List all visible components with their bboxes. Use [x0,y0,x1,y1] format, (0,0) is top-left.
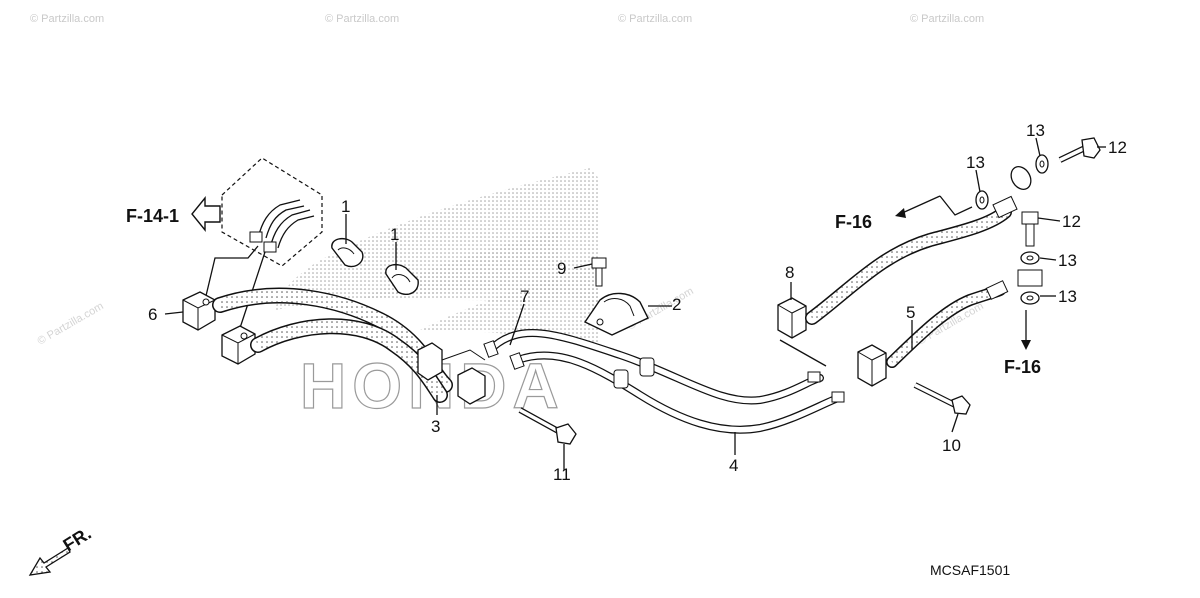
bolt-12-upper [1058,137,1101,163]
brake-pipe-4 [509,351,845,434]
bolt-12-lower [1021,211,1039,247]
joint-block-lower [221,325,256,365]
watermark: © Partzilla.com [30,13,104,25]
callout-2: 2 [672,295,681,314]
brake-hose-right-upper [805,166,1032,325]
inset-box [221,157,323,267]
ref-f16-right: F-16 [1004,357,1041,377]
callout-5: 5 [906,303,915,322]
bolt-11 [518,407,577,445]
leader-line [899,195,941,215]
hose-clamp-1b [385,263,419,296]
leader-line [939,195,973,216]
callout-3: 3 [431,417,440,436]
arrow-icon [895,208,906,218]
junction-block-3 [417,342,486,405]
brake-hose-right-lower [886,280,1009,368]
callout-7: 7 [520,287,529,306]
ref-f16-upper: F-16 [835,212,872,232]
callout-11: 11 [553,465,571,484]
joint-block-6 [182,291,216,331]
diagram-code: MCSAF1501 [930,562,1010,578]
pipe-clamp-2 [583,292,649,336]
watermark: © Partzilla.com [910,13,984,25]
callout-6: 6 [148,305,157,324]
callout-13: 13 [966,153,985,172]
front-direction-arrow: FR. [28,523,95,576]
callout-13: 13 [1058,287,1077,306]
bolt-10 [913,382,971,415]
callout-8: 8 [785,263,794,282]
callout-12: 12 [1062,212,1081,231]
callout-10: 10 [942,436,961,455]
leader-line [779,339,827,367]
callout-1: 1 [341,197,350,216]
hose-clamp-1a [331,237,364,268]
callout-leaders [164,137,1106,470]
bolt-9 [591,257,607,287]
watermark: © Partzilla.com [36,300,106,347]
joint-block-right [857,344,887,387]
callout-1: 1 [390,225,399,244]
callout-13: 13 [1026,121,1045,140]
ref-f14-1: F-14-1 [126,206,179,226]
callout-12: 12 [1108,138,1127,157]
leader-line [204,245,259,301]
watermark: © Partzilla.com [618,13,692,25]
inset-pipe-ends [249,199,315,253]
callout-4: 4 [729,456,738,475]
joint-block-8 [777,297,807,339]
watermark: © Partzilla.com [325,13,399,25]
arrow-down-icon [1021,340,1031,350]
callout-13: 13 [1058,251,1077,270]
brake-pipe-7 [483,329,824,405]
washers-13 [975,154,1049,305]
arrow-left-icon [191,196,221,232]
callout-9: 9 [557,259,566,278]
